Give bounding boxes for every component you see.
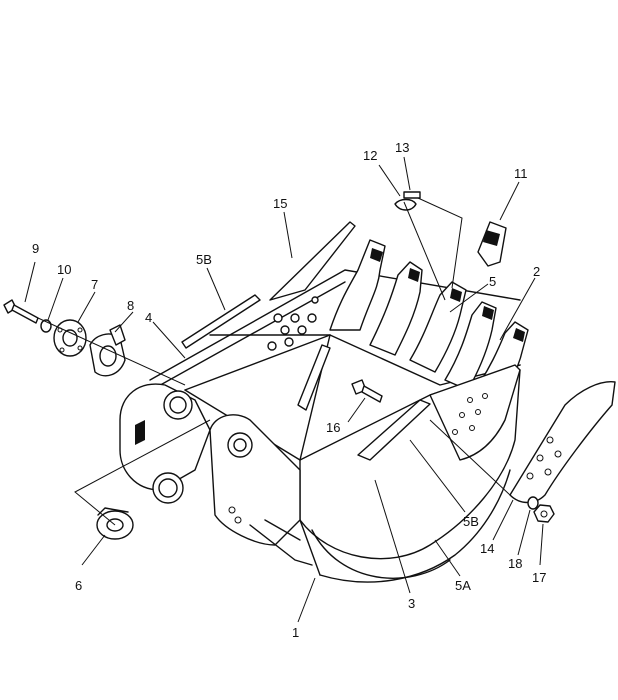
label-15: 15: [273, 196, 287, 211]
lip-bolts: [267, 296, 319, 351]
label-12: 12: [363, 148, 377, 163]
label-16: 16: [326, 420, 340, 435]
bushing-6: [96, 507, 134, 540]
label-6: 6: [75, 578, 82, 593]
bolt-16: [351, 379, 383, 403]
label-5: 5: [489, 274, 496, 289]
label-8: 8: [127, 298, 134, 313]
label-5B-right: 5B: [463, 514, 479, 529]
label-3: 3: [408, 596, 415, 611]
label-14: 14: [480, 541, 494, 556]
label-11: 11: [514, 166, 528, 181]
assembly-lines: [37, 197, 511, 526]
tooth-11: [477, 221, 507, 267]
side-cutter-14: [509, 381, 616, 504]
label-5A: 5A: [455, 578, 471, 593]
mounting-bracket: [119, 383, 313, 566]
label-4: 4: [145, 310, 152, 325]
label-7: 7: [91, 277, 98, 292]
label-18: 18: [508, 556, 522, 571]
shim-8: [89, 324, 126, 377]
label-leaders: [24, 156, 544, 623]
bucket-teeth: [329, 239, 529, 401]
label-9: 9: [32, 241, 39, 256]
label-1: 1: [292, 625, 299, 640]
side-plate-right: [429, 364, 521, 461]
label-17: 17: [532, 570, 546, 585]
bucket-shell: [149, 221, 521, 583]
nut-17: [533, 504, 555, 523]
label-5B-left: 5B: [196, 252, 212, 267]
part-labels: 1 2 3 4 5 5A 5B 5B 6 7 8 9 10 11 12 13 1…: [32, 140, 546, 640]
bolt-9: [3, 299, 39, 324]
washer-18: [527, 496, 539, 510]
label-2: 2: [533, 264, 540, 279]
label-10: 10: [57, 262, 71, 277]
label-13: 13: [395, 140, 409, 155]
